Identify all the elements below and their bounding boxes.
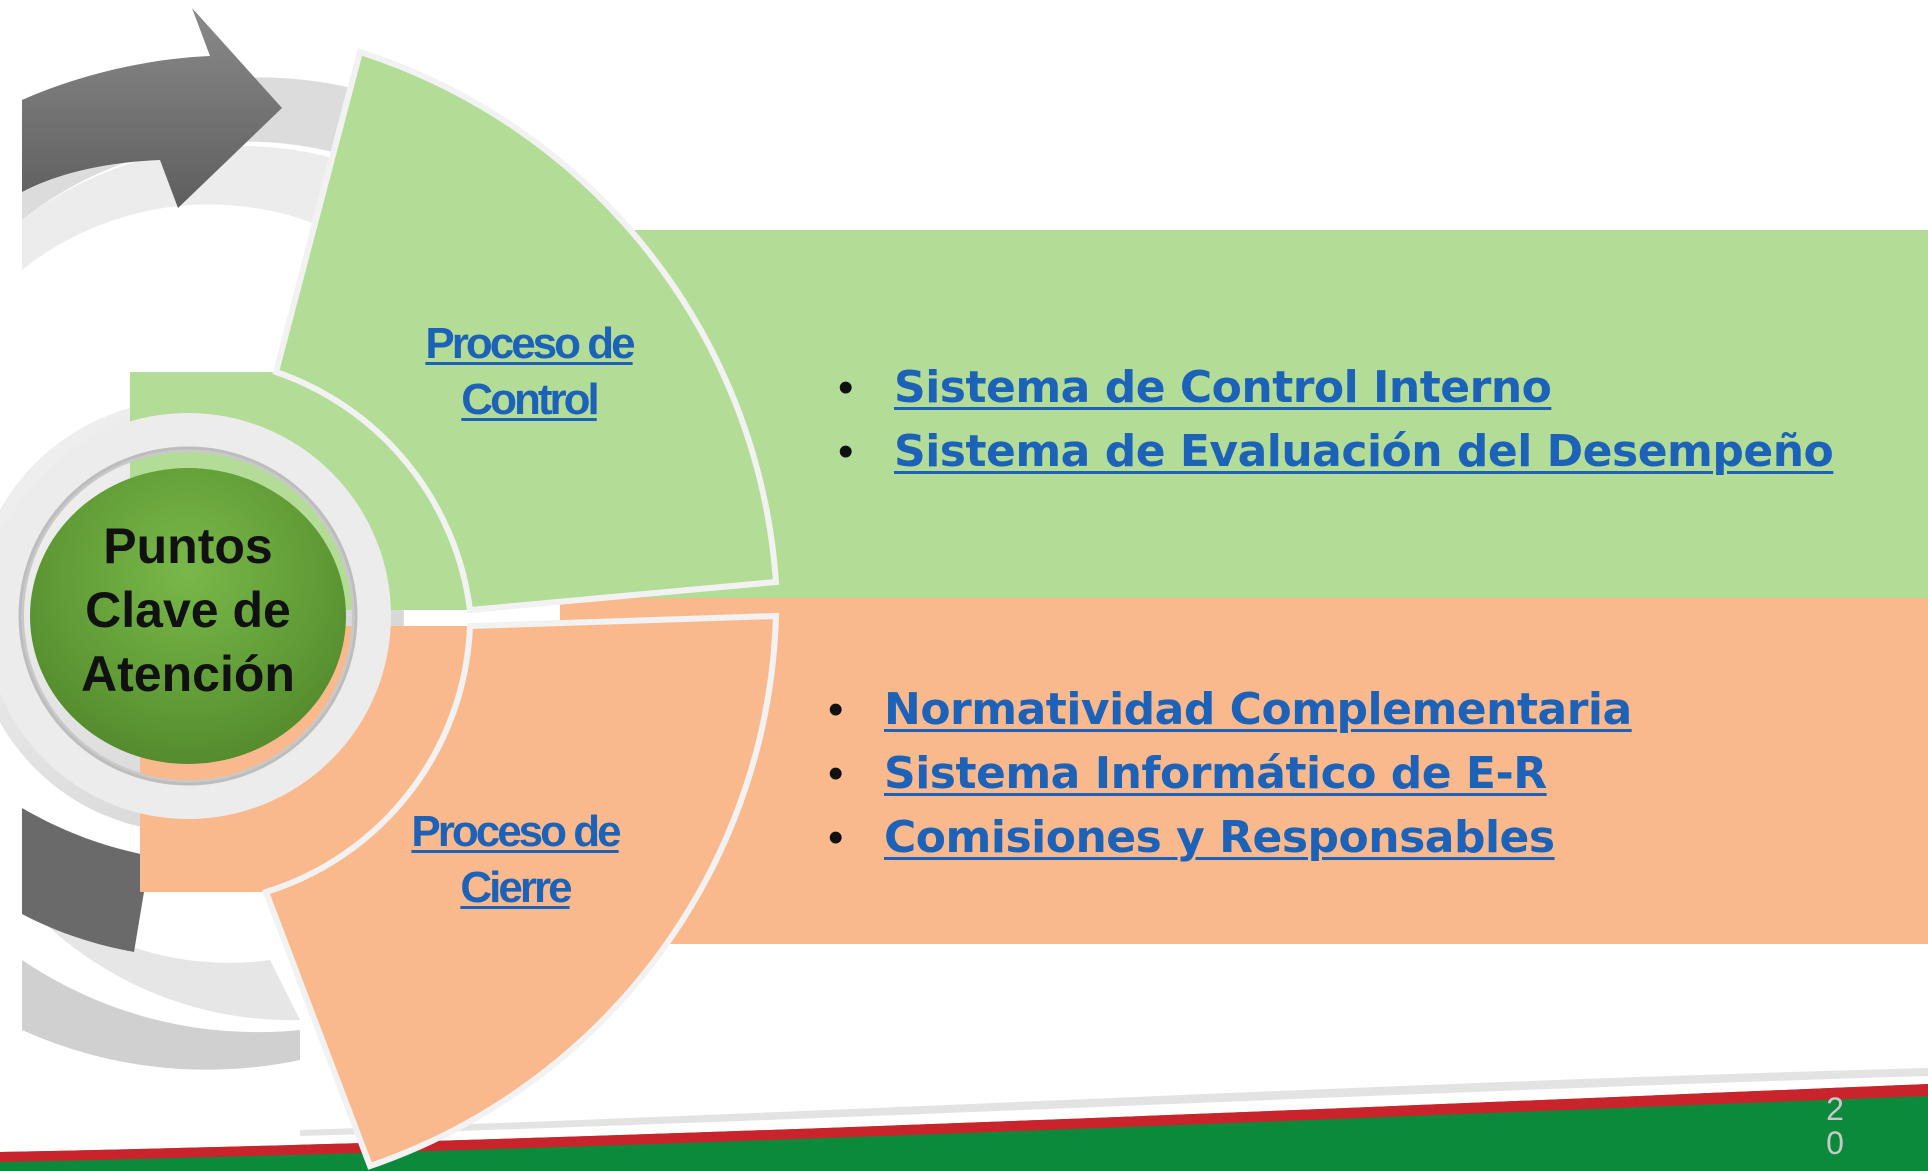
list-item: • Comisiones y Responsables xyxy=(828,806,1632,870)
proceso-de-control-link[interactable]: Proceso de Control xyxy=(425,319,635,424)
list-item: • Sistema de Control Interno xyxy=(838,356,1833,420)
control-band xyxy=(600,230,1928,598)
bullet-dot-icon: • xyxy=(838,427,854,476)
sistema-informatico-er-link[interactable]: Sistema Informático de E-R xyxy=(884,748,1547,799)
sistema-evaluacion-desempeno-link[interactable]: Sistema de Evaluación del Desempeño xyxy=(894,426,1834,477)
curved-arrow-icon xyxy=(22,8,282,208)
control-sector-label: Proceso de Control xyxy=(390,316,668,428)
sistema-control-interno-link[interactable]: Sistema de Control Interno xyxy=(894,362,1552,413)
cierre-band xyxy=(560,598,1928,944)
hub-title: Puntos Clave de Atención xyxy=(81,518,295,702)
page-number-text: 20 xyxy=(1826,1091,1844,1161)
bullet-dot-icon: • xyxy=(838,363,854,412)
list-item: • Normatividad Complementaria xyxy=(828,678,1632,742)
cierre-sector-label: Proceso de Cierre xyxy=(376,804,654,916)
bullet-dot-icon: • xyxy=(828,813,844,862)
bullet-dot-icon: • xyxy=(828,749,844,798)
comisiones-responsables-link[interactable]: Comisiones y Responsables xyxy=(884,812,1555,863)
normatividad-complementaria-link[interactable]: Normatividad Complementaria xyxy=(884,684,1632,735)
control-bullet-list: • Sistema de Control Interno • Sistema de … xyxy=(838,356,1834,484)
bullet-dot-icon: • xyxy=(828,685,844,734)
cierre-bullet-list: • Normatividad Complementaria • Sistema In… xyxy=(828,678,1632,870)
list-item: • Sistema Informático de E-R xyxy=(828,742,1632,806)
curved-arrow-tail-icon xyxy=(22,808,150,952)
list-item: • Sistema de Evaluación del Desempeño xyxy=(838,420,1834,484)
hub-circle xyxy=(30,468,346,764)
page-number: 20 xyxy=(1820,1092,1850,1160)
proceso-de-cierre-link[interactable]: Proceso de Cierre xyxy=(411,807,621,912)
footer-swoosh xyxy=(0,1068,1928,1171)
